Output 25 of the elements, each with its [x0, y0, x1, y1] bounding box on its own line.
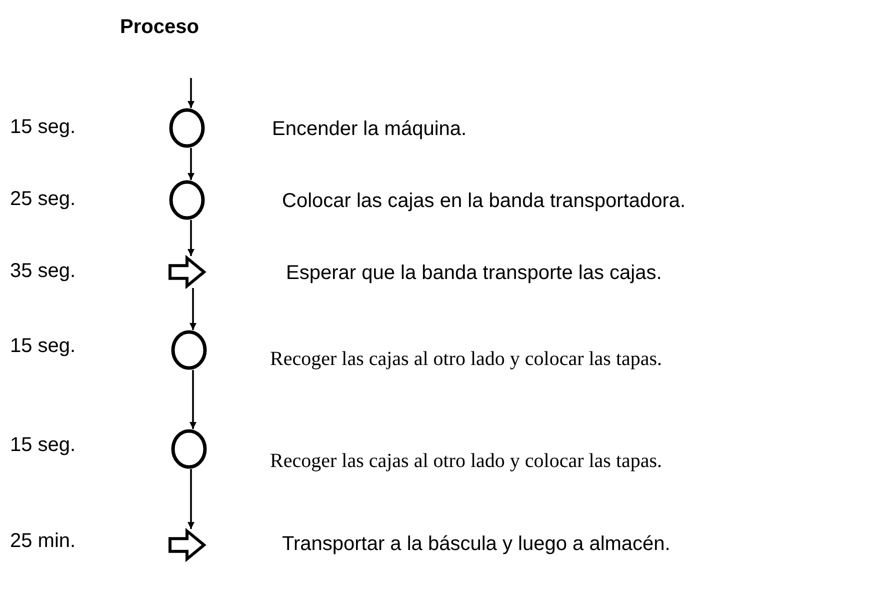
step-description: Recoger las cajas al otro lado y colocar las tapas.	[270, 450, 662, 473]
arrow	[188, 148, 194, 180]
operation-circle	[169, 108, 205, 148]
arrow	[190, 288, 196, 330]
arrow	[188, 78, 194, 108]
arrow	[188, 469, 194, 529]
transport-arrow	[168, 256, 206, 288]
operation-circle	[171, 330, 207, 370]
step-description: Encender la máquina.	[272, 118, 467, 141]
duration-label: 15 seg.	[10, 116, 76, 139]
diagram-title: Proceso	[120, 16, 199, 39]
step-description: Recoger las cajas al otro lado y colocar las tapas.	[270, 348, 662, 371]
step-description: Transportar a la báscula y luego a almacén.	[282, 533, 670, 556]
arrow	[190, 370, 196, 429]
duration-label: 15 seg.	[10, 434, 76, 457]
arrow	[188, 220, 194, 256]
duration-label: 15 seg.	[10, 335, 76, 358]
duration-label: 25 min.	[10, 530, 76, 553]
duration-label: 35 seg.	[10, 260, 76, 283]
duration-label: 25 seg.	[10, 188, 76, 211]
operation-circle	[169, 180, 205, 220]
step-description: Esperar que la banda transporte las cajas.	[286, 262, 662, 285]
operation-circle	[171, 429, 207, 469]
step-description: Colocar las cajas en la banda transportadora.	[282, 190, 686, 213]
transport-arrow	[168, 529, 206, 561]
